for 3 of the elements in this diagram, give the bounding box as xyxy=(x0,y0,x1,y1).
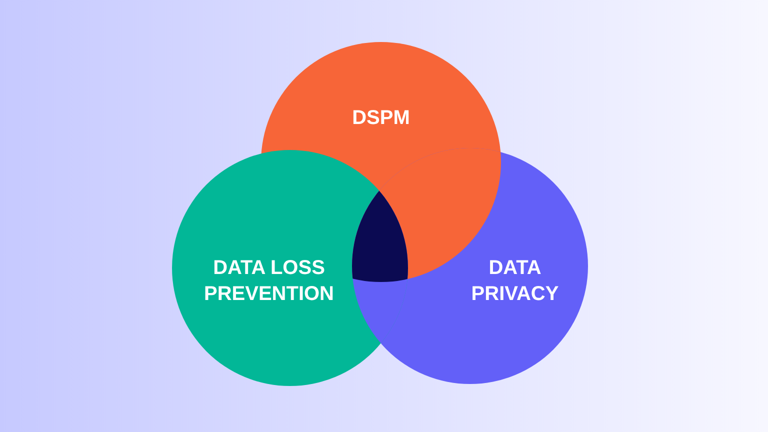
circle-label: DATA LOSS PREVENTION xyxy=(202,256,336,307)
circle-label: DATA PRIVACY xyxy=(470,256,560,307)
circle-label: DSPM xyxy=(352,106,410,131)
